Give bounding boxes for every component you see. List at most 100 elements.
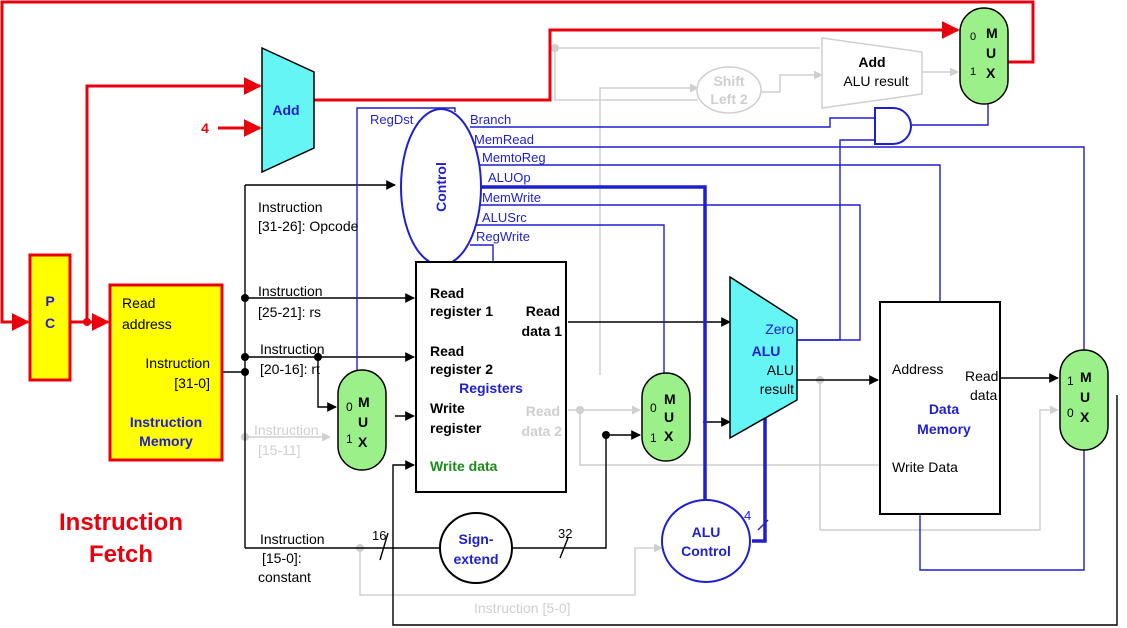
pc-register: [28, 253, 72, 382]
pc-source-mux: [959, 7, 1009, 105]
junction-dot: [241, 294, 249, 302]
mux-sel-1: 1: [346, 432, 353, 446]
register-file: [415, 261, 567, 493]
sign-extend: [439, 512, 513, 584]
memtoreg-mux: [1059, 349, 1109, 451]
mux-sel-1: 1: [1067, 374, 1074, 388]
field-rt-label-1: Instruction: [260, 341, 325, 357]
instr-mem-name-2: Memory: [139, 433, 193, 449]
alu-name: ALU: [752, 343, 781, 359]
sign-extend-label-2: extend: [453, 551, 498, 567]
signal-aluop: ALUOp: [488, 170, 531, 185]
field-opcode-label-2: [31-26]: Opcode: [258, 218, 359, 234]
alu-control-label-1: ALU: [692, 524, 721, 540]
mux-m: M: [358, 394, 370, 410]
field-rd-label-1: Instruction: [254, 422, 319, 438]
signal-branch: Branch: [470, 112, 511, 127]
control-label: Control: [433, 162, 449, 212]
alu-control-width: 4: [744, 508, 751, 523]
mux-u: U: [664, 409, 674, 425]
mux-u: U: [986, 45, 996, 61]
sign-extend-label-1: Sign-: [459, 531, 494, 547]
read-data-2-label-2: data 2: [522, 423, 563, 439]
read-data-2-label-1: Read: [526, 403, 560, 419]
data-mem-write-label: Write Data: [892, 459, 958, 475]
black-wires: [222, 180, 1118, 626]
alu-control-label-2: Control: [681, 543, 731, 559]
data-mem-read-label-2: data: [970, 387, 997, 403]
alu-result-label-2: result: [760, 381, 794, 397]
signal-memtoreg: MemtoReg: [482, 150, 546, 165]
mux-sel-1: 1: [650, 431, 657, 445]
write-register-label-2: register: [430, 420, 482, 436]
branch-adder-label: Add: [858, 54, 885, 70]
field-const-label-1: Instruction: [260, 531, 325, 547]
field-const-label-3: constant: [258, 569, 311, 585]
pc-path-wires: [0, 0, 1035, 331]
signal-regdst: RegDst: [370, 112, 414, 127]
mux-x: X: [986, 65, 996, 81]
mux-sel-0: 0: [1067, 406, 1074, 420]
read-register-2-label-1: Read: [430, 343, 464, 359]
mux-sel-0: 0: [346, 400, 353, 414]
field-const-label-2: [15-0]:: [262, 550, 302, 566]
data-mem-name-1: Data: [929, 401, 960, 417]
alu-result-label-1: ALU: [767, 362, 794, 378]
signal-regwrite: RegWrite: [476, 229, 530, 244]
signal-memread: MemRead: [474, 132, 534, 147]
alusrc-mux: [641, 372, 691, 462]
aluop-wire: [474, 185, 707, 505]
field-rt-label-2: [20-16]: rt: [260, 361, 320, 377]
instr-mem-instruction-label: Instruction: [145, 355, 210, 371]
instr-mem-name-1: Instruction: [130, 414, 202, 430]
mux-u: U: [358, 414, 368, 430]
write-data-label: Write data: [430, 458, 498, 474]
field-rd-label-2: [15-11]: [258, 442, 301, 458]
pc-label-1: P: [45, 293, 54, 309]
mux-x: X: [664, 428, 674, 444]
mux-m: M: [1080, 369, 1092, 385]
signal-alusrc: ALUSrc: [482, 210, 527, 225]
regdst-mux: [337, 369, 387, 471]
shift-left-label-1: Shift: [713, 73, 744, 89]
data-mem-address-label: Address: [892, 361, 943, 377]
read-register-1-label-1: Read: [430, 285, 464, 301]
read-register-1-label-2: register 1: [430, 303, 493, 319]
junction-dot: [241, 353, 249, 361]
data-memory: [879, 301, 1001, 515]
mux-m: M: [986, 25, 998, 41]
mux-sel-0: 0: [970, 31, 976, 43]
registers-name: Registers: [459, 380, 523, 396]
signal-memwrite: MemWrite: [482, 190, 541, 205]
mux-x: X: [358, 434, 368, 450]
read-register-2-label-2: register 2: [430, 361, 493, 377]
instruction-memory: [108, 283, 224, 462]
data-mem-read-label-1: Read: [965, 368, 998, 384]
pc-increment-constant: 4: [201, 120, 209, 136]
junction-dot: [551, 44, 559, 52]
sign-extend-output-width: 32: [558, 526, 572, 541]
junction-dot: [314, 353, 322, 361]
branch-adder-result-label: ALU result: [843, 73, 908, 89]
diagram-title-1: Instruction: [59, 509, 183, 536]
field-rs-label-1: Instruction: [258, 283, 323, 299]
mux-m: M: [664, 391, 676, 407]
mux-sel-1: 1: [970, 66, 976, 78]
instr-mem-address-label: address: [122, 316, 172, 332]
sign-extend-input-width: 16: [372, 528, 386, 543]
alu-control-width-tick: [757, 519, 769, 531]
junction-dot: [241, 368, 249, 376]
pc-adder: [261, 46, 315, 174]
mux-x: X: [1080, 409, 1090, 425]
data-mem-name-2: Memory: [917, 421, 971, 437]
mux-u: U: [1080, 389, 1090, 405]
alu-control: [661, 499, 751, 583]
branch-adder: [821, 37, 923, 109]
junction-dot: [83, 318, 91, 326]
field-opcode-label-1: Instruction: [258, 199, 323, 215]
read-data-1-label-1: Read: [526, 303, 560, 319]
junction-dot: [576, 406, 584, 414]
instr-mem-range-label: [31-0]: [174, 375, 210, 391]
alu-zero-label: Zero: [765, 321, 794, 337]
